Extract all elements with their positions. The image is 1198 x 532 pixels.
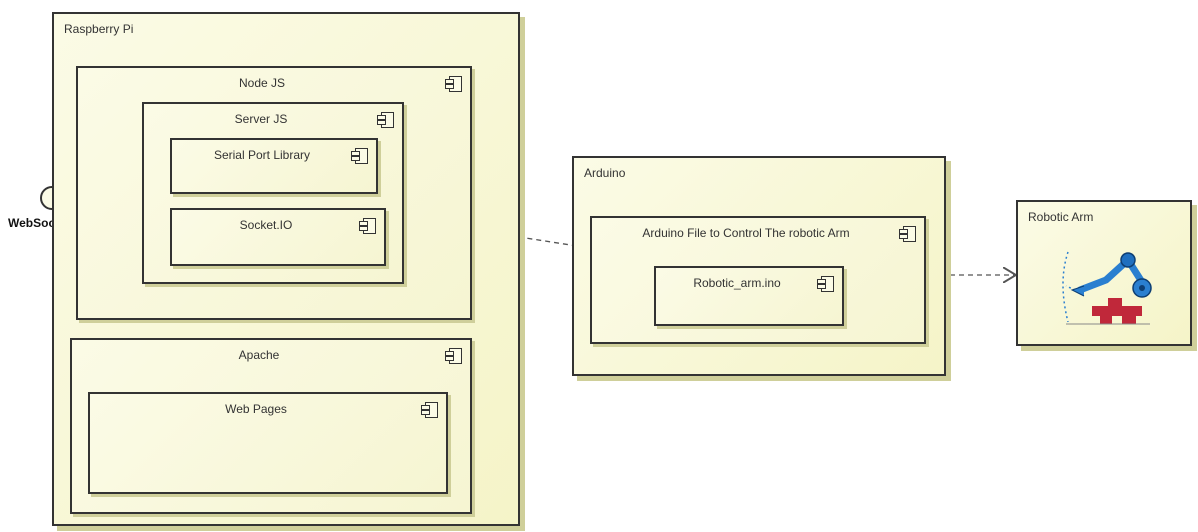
- serverjs-label: Server JS: [144, 112, 378, 126]
- component-icon: [363, 218, 376, 234]
- component-icon: [381, 112, 394, 128]
- component-icon: [903, 226, 916, 242]
- socketio-label: Socket.IO: [172, 218, 360, 232]
- socketio-component[interactable]: Socket.IO: [170, 208, 386, 266]
- component-icon: [821, 276, 834, 292]
- webpages-component[interactable]: Web Pages: [88, 392, 448, 494]
- robotic-arm-label: Robotic Arm: [1028, 210, 1093, 224]
- raspberry-pi-label: Raspberry Pi: [64, 22, 133, 36]
- serialport-component[interactable]: Serial Port Library: [170, 138, 378, 194]
- robotic-ino-component[interactable]: Robotic_arm.ino: [654, 266, 844, 326]
- arduino-label: Arduino: [584, 166, 625, 180]
- component-icon: [425, 402, 438, 418]
- robotic-ino-label: Robotic_arm.ino: [656, 276, 818, 290]
- component-icon: [355, 148, 368, 164]
- serialport-label: Serial Port Library: [172, 148, 352, 162]
- robotic-arm-image: [1050, 242, 1154, 332]
- component-icon: [449, 348, 462, 364]
- nodejs-label: Node JS: [78, 76, 446, 90]
- arduino-file-label: Arduino File to Control The robotic Arm: [592, 226, 900, 240]
- apache-label: Apache: [72, 348, 446, 362]
- webpages-label: Web Pages: [90, 402, 422, 416]
- component-icon: [449, 76, 462, 92]
